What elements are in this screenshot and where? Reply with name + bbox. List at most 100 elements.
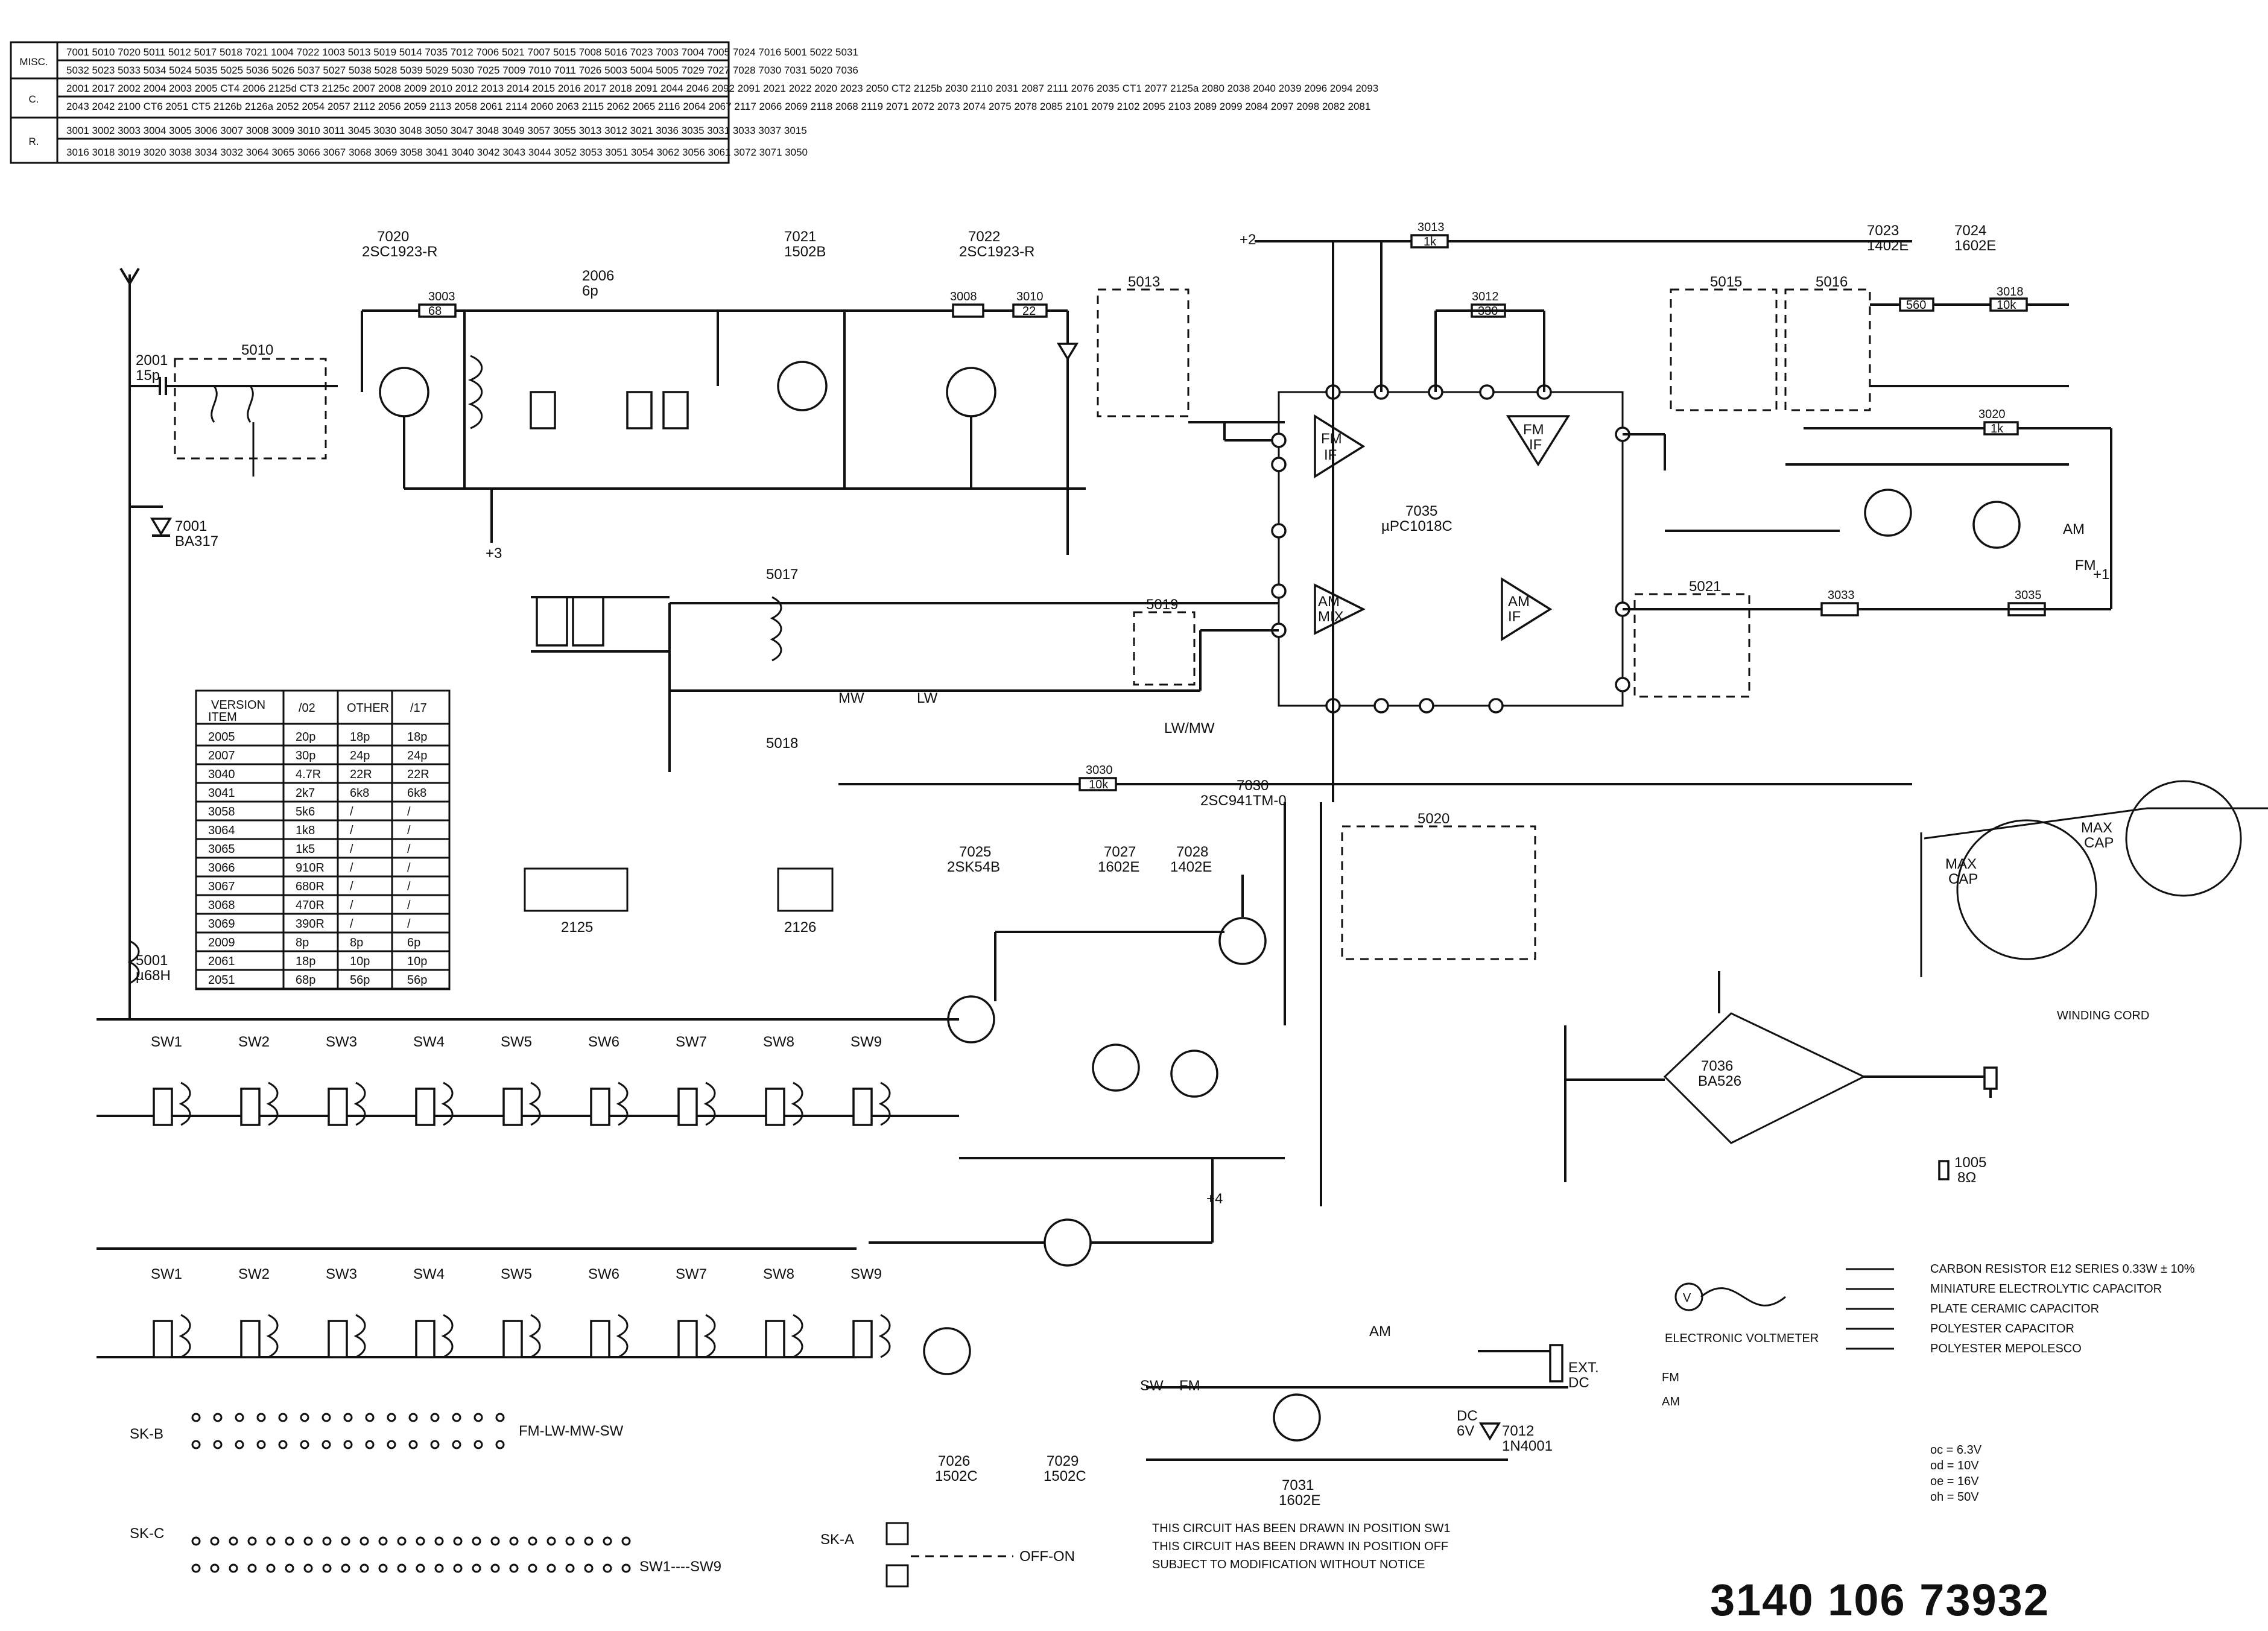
cap-2125-label: 2125 xyxy=(561,919,593,936)
contact-dot xyxy=(603,1563,612,1573)
t7026-label: 7026 xyxy=(938,1453,970,1469)
diode-7001-icon xyxy=(150,518,173,536)
version-table-cell: / xyxy=(350,880,353,893)
version-table-header-item: ITEM xyxy=(208,711,237,724)
capacitor-icon xyxy=(590,1320,610,1358)
contact-dot xyxy=(397,1536,407,1546)
bank-switch-label: SW2 xyxy=(238,1266,270,1282)
maxcap-sub: CAP xyxy=(1948,871,1978,887)
contact-dot xyxy=(285,1536,294,1546)
fm-lw-mw-sw-label: FM-LW-MW-SW xyxy=(519,1423,624,1439)
coil-icon xyxy=(878,1314,891,1358)
coil-icon xyxy=(703,1082,716,1126)
filter-5016-label: 5016 xyxy=(1816,274,1848,290)
r3030-value: 10k xyxy=(1089,778,1109,791)
ic7035-label: 7035 xyxy=(1405,503,1437,519)
version-table-cell: / xyxy=(350,824,353,837)
maxcap-label: MAX xyxy=(2081,820,2112,836)
contact-dot xyxy=(191,1536,201,1546)
contact-dot xyxy=(584,1563,594,1573)
version-table-cell: 24p xyxy=(407,749,427,762)
r3003-label: 3003 xyxy=(428,290,455,303)
t7024-label: 7024 xyxy=(1954,223,1986,239)
capacitor-icon xyxy=(677,1320,698,1358)
version-table-cell: 3069 xyxy=(208,917,235,931)
coil-icon xyxy=(616,1082,629,1126)
contact-dot xyxy=(546,1563,556,1573)
contact-dot xyxy=(303,1563,313,1573)
contact-dot xyxy=(387,1413,396,1422)
filter-5013-label: 5013 xyxy=(1128,274,1160,290)
filter-5019 xyxy=(1133,611,1196,686)
bank-switch-label: SW3 xyxy=(326,1266,357,1282)
version-table-cell: 2051 xyxy=(208,974,235,987)
coil-icon xyxy=(266,1314,279,1358)
contact-dot xyxy=(528,1563,537,1573)
contact-dot xyxy=(387,1440,396,1449)
contact-dot xyxy=(266,1563,276,1573)
contact-dot xyxy=(474,1440,483,1449)
t7028-model: 1402E xyxy=(1170,859,1212,875)
t7020-model: 2SC1923-R xyxy=(362,244,437,260)
dc-6v-sub: 6V xyxy=(1457,1423,1474,1439)
t7030-model: 2SC941TM-0 xyxy=(1200,793,1287,809)
ska-label: SK-A xyxy=(820,1531,854,1548)
t7028-label: 7028 xyxy=(1176,844,1208,860)
r3030-label: 3030 xyxy=(1086,764,1113,777)
supply-plus1: +1 xyxy=(2093,566,2109,583)
bank-switch-label: SW2 xyxy=(238,1034,270,1050)
note-line: SUBJECT TO MODIFICATION WITHOUT NOTICE xyxy=(1152,1558,1425,1571)
contact-dot xyxy=(341,1536,350,1546)
version-table-cell: / xyxy=(407,880,411,893)
dial-mechanism: MAX CAP MAX CAP WINDING CORD xyxy=(1920,780,2268,1022)
legend-item: POLYESTER MEPOLESCO xyxy=(1930,1342,2082,1355)
contact-dot xyxy=(430,1413,440,1422)
version-table-cell: 30p xyxy=(296,749,315,762)
bank-switch-label: SW5 xyxy=(501,1266,532,1282)
version-table-cell: 56p xyxy=(350,974,370,987)
contact-dot xyxy=(495,1440,505,1449)
speaker-value: 8Ω xyxy=(1957,1170,1976,1186)
version-table-cell: 22R xyxy=(407,768,429,781)
fm-if2-label: FM xyxy=(1523,422,1544,438)
t7021-model: 1502B xyxy=(784,244,826,260)
r3020-value: 1k xyxy=(1991,422,2004,435)
transistor-7021-icon xyxy=(777,361,828,411)
t7031-label: 7031 xyxy=(1282,1477,1314,1493)
r3020-label: 3020 xyxy=(1978,408,2006,421)
contact-dot xyxy=(322,1413,331,1422)
version-table-cell: 2007 xyxy=(208,749,235,762)
coil-5011-icon xyxy=(467,355,483,429)
contact-dot xyxy=(278,1440,288,1449)
header-table: MISC. C. R. 7001 5010 7020 5011 5012 501… xyxy=(10,41,1378,164)
header-row-label: R. xyxy=(29,136,39,147)
contact-dot xyxy=(378,1536,388,1546)
version-table-cell: / xyxy=(407,805,411,819)
contact-dot xyxy=(528,1536,537,1546)
contact-dot xyxy=(300,1413,309,1422)
coil-icon xyxy=(703,1314,716,1358)
capacitor-icon xyxy=(502,1088,523,1126)
legend-item: MINIATURE ELECTROLYTIC CAPACITOR xyxy=(1930,1282,2162,1296)
mw-label: MW xyxy=(838,690,864,706)
contact-dot xyxy=(256,1413,266,1422)
version-table-cell: 18p xyxy=(350,730,370,744)
version-table-cell: 4.7R xyxy=(296,768,321,781)
rating-item: oh = 50V xyxy=(1930,1490,1979,1504)
r3012-label: 3012 xyxy=(1472,290,1499,303)
bank-switch-label: SW7 xyxy=(676,1034,707,1050)
r3003-value: 68 xyxy=(428,305,442,318)
coil-icon xyxy=(179,1082,191,1126)
header-r-items: 3001 3002 3003 3004 3005 3006 3007 3008 … xyxy=(66,125,807,136)
contact-dot xyxy=(322,1563,332,1573)
version-table-cell: 56p xyxy=(407,974,427,987)
contact-dot xyxy=(365,1413,375,1422)
note-line: THIS CIRCUIT HAS BEEN DRAWN IN POSITION … xyxy=(1152,1540,1448,1553)
contact-dot xyxy=(235,1413,244,1422)
version-table-cell: 6k8 xyxy=(407,787,426,800)
capacitor-icon xyxy=(590,1088,610,1126)
t7025-label: 7025 xyxy=(959,844,991,860)
switch-diagrams: SK-B FM-LW-MW-SW SK-C SW1----SW9 SK-A OF… xyxy=(130,1413,1075,1588)
coil-5001-label: 5001 xyxy=(136,952,168,969)
